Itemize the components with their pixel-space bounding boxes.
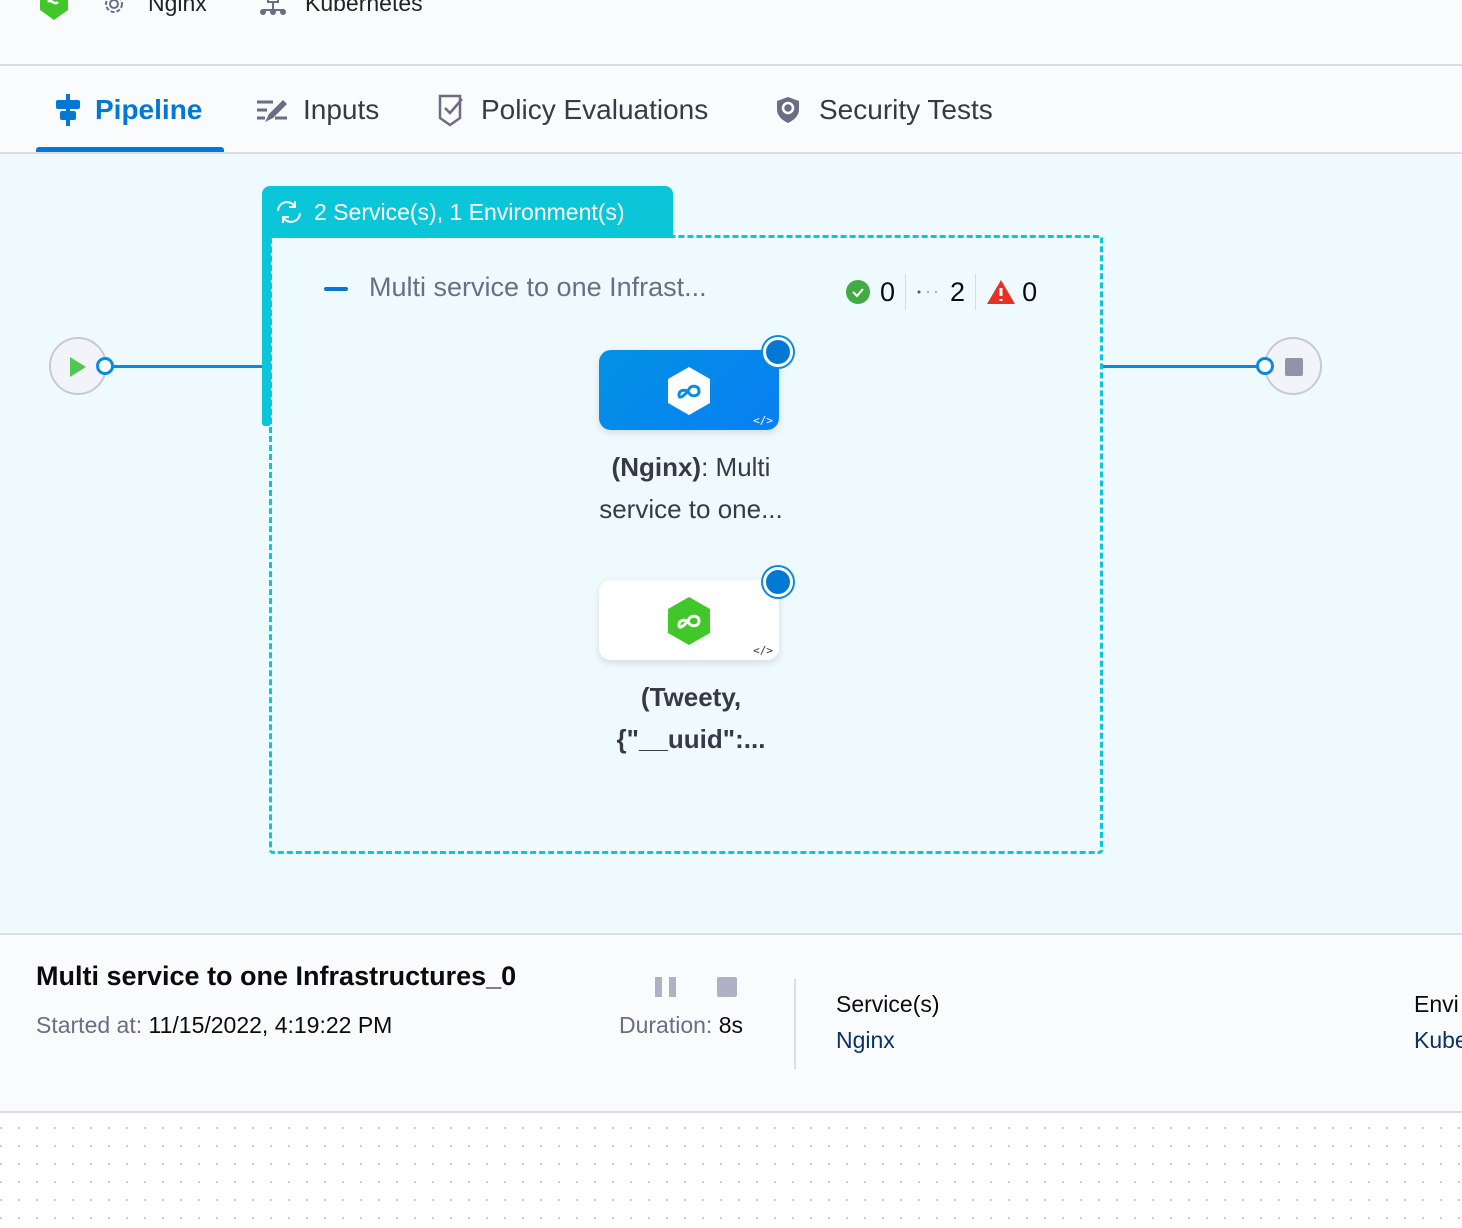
services-label: Service(s) [836, 991, 940, 1017]
running-dots-icon [917, 290, 938, 294]
dotted-background [0, 1113, 1462, 1228]
stage-group-box [269, 235, 1103, 854]
active-tab-indicator [36, 147, 224, 152]
node-label: (Tweety,{"__uuid":... [616, 682, 766, 754]
group-tag-label: 2 Service(s), 1 Environment(s) [314, 198, 625, 225]
stage-title: Multi service to one Infrastructures_0 [36, 961, 517, 991]
service-shield-icon [40, 0, 68, 20]
tab-label: Pipeline [95, 94, 203, 125]
stage-details-panel: Multi service to one Infrastructures_0 S… [0, 935, 1462, 1113]
infrastructure-icon [260, 0, 286, 15]
loop-icon [277, 201, 301, 223]
tab-label: Policy Evaluations [481, 94, 709, 125]
environment-label: Envi [1414, 991, 1459, 1017]
warning-icon [987, 280, 1016, 304]
stage-name: Multi service to one Infrast... [369, 272, 707, 302]
running-status-icon [763, 337, 793, 367]
matrix-group-tag: 2 Service(s), 1 Environment(s) [262, 186, 673, 238]
start-port [96, 357, 114, 375]
success-count: 0 [880, 276, 896, 307]
collapse-icon[interactable] [324, 287, 348, 291]
stop-icon [1285, 358, 1303, 376]
group-bar [262, 234, 271, 426]
tab-inputs[interactable]: Inputs [255, 90, 379, 130]
success-icon [846, 280, 870, 304]
tab-policy-evaluations[interactable]: Policy Evaluations [437, 90, 708, 130]
deploy-icon [668, 367, 710, 415]
service-node-tweety[interactable]: </> [599, 580, 779, 660]
service-name: Nginx [148, 0, 207, 16]
divider [794, 979, 796, 1069]
policy-shield-check-icon [438, 94, 463, 127]
tab-pipeline[interactable]: Pipeline [55, 90, 202, 130]
environment-name: Kubernetes [305, 0, 423, 16]
tab-label: Inputs [303, 94, 380, 125]
code-icon: </> [753, 644, 773, 657]
environment-value[interactable]: Kube [1414, 1027, 1462, 1053]
service-node-nginx[interactable]: </> [599, 350, 779, 430]
start-node[interactable] [49, 337, 107, 395]
tab-label: Security Tests [819, 94, 993, 125]
connector-line [1103, 365, 1263, 368]
pipeline-icon [56, 94, 80, 126]
stage-counts: 0 2 0 [846, 274, 1037, 310]
inputs-icon [257, 100, 287, 122]
started-at: Started at: 11/15/2022, 4:19:22 PM [36, 1012, 393, 1038]
pause-button[interactable] [655, 977, 676, 997]
pipeline-canvas[interactable]: 2 Service(s), 1 Environment(s) Multi ser… [0, 154, 1462, 935]
code-icon: </> [753, 414, 773, 427]
services-value[interactable]: Nginx [836, 1027, 895, 1053]
end-node[interactable] [1264, 337, 1322, 395]
duration: Duration: 8s [619, 1012, 744, 1038]
connector-line [110, 365, 262, 368]
stop-button[interactable] [717, 977, 737, 997]
top-bar: Nginx Kubernetes [0, 0, 1462, 66]
tab-bar: Pipeline Inputs Policy Evaluations Secur… [0, 66, 1462, 154]
failed-count: 0 [1022, 276, 1038, 307]
deploy-icon [668, 597, 710, 645]
running-status-icon [763, 567, 793, 597]
gear-icon [105, 0, 123, 13]
tab-security-tests[interactable]: Security Tests [775, 90, 993, 130]
end-port [1256, 357, 1274, 375]
play-icon [70, 357, 86, 377]
security-shield-icon [777, 97, 799, 123]
running-count: 2 [950, 276, 966, 307]
